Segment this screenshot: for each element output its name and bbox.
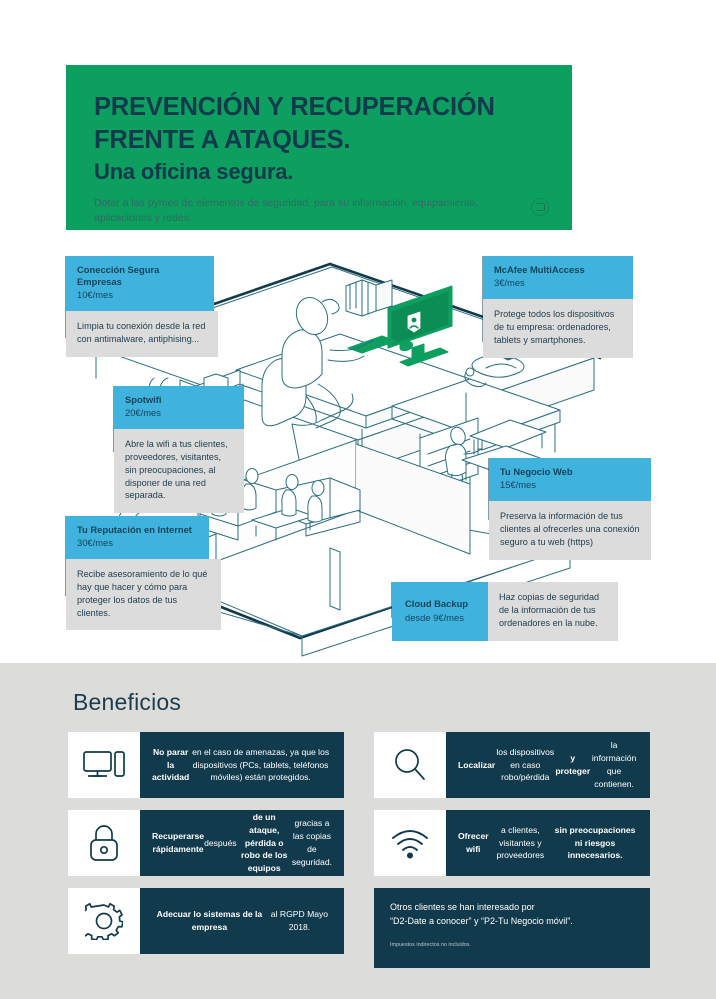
benefit-text: Recuperarse rápidamente después de un at… <box>140 810 344 876</box>
callout-body: Protege todos los dispositivos de tu emp… <box>483 298 633 358</box>
hero-title: PREVENCIÓN Y RECUPERACIÓN FRENTE A ATAQU… <box>94 91 542 156</box>
callout-title: McAfee MultiAccess <box>494 264 585 275</box>
callout-price: 15€/mes <box>500 479 536 491</box>
callout-body: Preserva la información de tus clientes … <box>489 500 651 560</box>
callout-price: 3€/mes <box>494 277 525 289</box>
padlock-icon <box>68 810 140 876</box>
callout-title: Tu Negocio Web <box>500 466 573 477</box>
hero-description: Dotar a las pymes de elementos de seguri… <box>94 196 479 225</box>
brand-watermark-icon <box>531 198 549 216</box>
callout-header: Tu Negocio Web 15€/mes <box>489 458 651 501</box>
note-line-2: “D2-Date a conocer” y “P2-Tu Negocio móv… <box>390 915 573 926</box>
callout-title: Conección Segura Empresas <box>77 264 160 288</box>
gear-icon <box>68 888 140 954</box>
hero-subtitle: Una oficina segura. <box>94 159 294 185</box>
note-line-1: Otros clientes se han interesado por <box>390 902 535 912</box>
note-text: Otros clientes se han interesado por “D2… <box>374 888 650 968</box>
callout-header: Tu Reputación en Internet 30€/mes <box>66 516 209 559</box>
magnifier-icon <box>374 732 446 798</box>
callout-body: Limpia tu conexión desde la red con anti… <box>66 311 218 357</box>
wifi-icon <box>374 810 446 876</box>
benefit-card-recuperarse-rapidamente[interactable]: Recuperarse rápidamente después de un at… <box>68 810 344 876</box>
monitor-and-tablet-icon <box>68 732 140 798</box>
callout-price: 30€/mes <box>77 537 113 549</box>
benefit-card-adecuar-rgpd[interactable]: Adecuar lo sistemas de la empresa al RGP… <box>68 888 344 954</box>
callout-title: Cloud Backup <box>405 598 469 610</box>
callout-header: Spotwifi 20€/mes <box>114 386 244 429</box>
callout-price: desde 9€/mes <box>405 611 464 623</box>
benefits-section: Beneficios No parar la actividad en el c… <box>0 663 716 999</box>
callout-spotwifi[interactable]: Spotwifi 20€/mes Abre la wifi a tus clie… <box>114 386 244 514</box>
callout-header: Cloud Backup desde 9€/mes <box>392 582 488 641</box>
callout-tu-negocio-web[interactable]: Tu Negocio Web 15€/mes Preserva la infor… <box>489 458 651 560</box>
benefit-card-no-parar-actividad[interactable]: No parar la actividad en el caso de amen… <box>68 732 344 798</box>
benefit-text: No parar la actividad en el caso de amen… <box>140 732 344 798</box>
hero-title-line2: FRENTE A ATAQUES. <box>94 125 351 154</box>
callout-title: Tu Reputación en Internet <box>77 524 192 535</box>
isometric-office-illustration <box>90 262 602 657</box>
benefit-card-otros-clientes-note: Otros clientes se han interesado por “D2… <box>374 888 650 968</box>
callout-title: Spotwifi <box>125 394 162 405</box>
benefit-text: Ofrecer wifi a clientes, visitantes y pr… <box>446 810 650 876</box>
callout-price: 10€/mes <box>77 289 113 301</box>
callout-body: Abre la wifi a tus clientes, proveedores… <box>114 428 244 514</box>
callout-mcafee-multiaccess[interactable]: McAfee MultiAccess 3€/mes Protege todos … <box>483 256 633 358</box>
benefit-card-localizar-dispositivos[interactable]: Localizar los dispositivos en caso robo/… <box>374 732 650 798</box>
office-illustration-stage: Conección Segura Empresas 10€/mes Limpia… <box>0 238 716 663</box>
callout-header: McAfee MultiAccess 3€/mes <box>483 256 633 299</box>
benefit-text: Adecuar lo sistemas de la empresa al RGP… <box>140 888 344 954</box>
benefits-heading: Beneficios <box>73 689 182 715</box>
benefits-grid: No parar la actividad en el caso de amen… <box>68 732 650 968</box>
callout-tu-reputacion-internet[interactable]: Tu Reputación en Internet 30€/mes Recibe… <box>66 516 221 631</box>
benefit-card-ofrecer-wifi[interactable]: Ofrecer wifi a clientes, visitantes y pr… <box>374 810 650 876</box>
callout-header: Conección Segura Empresas 10€/mes <box>66 256 214 312</box>
callout-body: Recibe asesoramiento de lo qué hay que h… <box>66 558 221 631</box>
hero-title-line1: PREVENCIÓN Y RECUPERACIÓN <box>94 93 495 121</box>
note-fineprint: Impuestos indirectos no incluidos. <box>390 942 471 948</box>
callout-conexion-segura[interactable]: Conección Segura Empresas 10€/mes Limpia… <box>66 256 218 357</box>
callout-cloud-backup[interactable]: Cloud Backup desde 9€/mes Haz copias de … <box>392 582 618 641</box>
callout-price: 20€/mes <box>125 407 161 419</box>
hero-banner: PREVENCIÓN Y RECUPERACIÓN FRENTE A ATAQU… <box>66 65 572 230</box>
callout-body: Haz copias de seguridad de la informació… <box>488 582 618 641</box>
benefit-text: Localizar los dispositivos en caso robo/… <box>446 732 650 798</box>
